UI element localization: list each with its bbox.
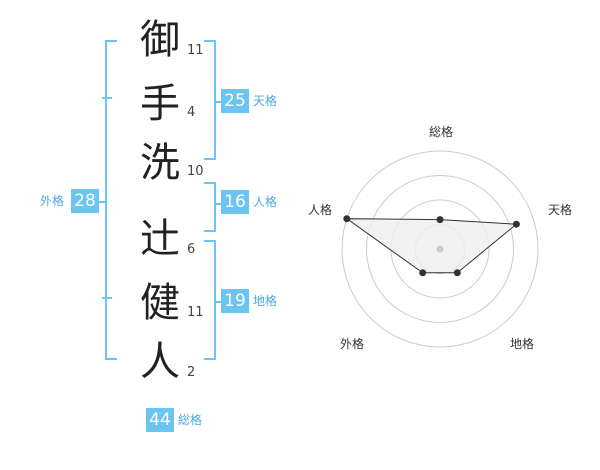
radar-point-5: [343, 215, 351, 223]
stroke-count-6: 2: [187, 365, 196, 380]
radar-axis-label-tenkaku: 天格: [548, 203, 573, 217]
gaikaku-bracket: [105, 40, 117, 360]
radar-point-2: [512, 220, 520, 228]
bracket-tick: [102, 97, 112, 99]
chikaku-label: 地格: [253, 294, 278, 308]
name-char-5: 健: [140, 280, 180, 326]
jinkaku-value-badge: 16: [221, 190, 249, 214]
radar-area: [345, 218, 518, 274]
chikaku-bracket: [204, 240, 216, 360]
connector: [214, 203, 222, 205]
soukaku-label: 総格: [178, 413, 203, 427]
stroke-count-2: 4: [187, 105, 196, 120]
radar-axis-label-gaikaku: 外格: [340, 337, 365, 351]
name-char-3: 洗: [140, 140, 180, 186]
tenkaku-label: 天格: [253, 94, 278, 108]
radar-point-4: [419, 269, 427, 277]
radar-center-dot: [436, 245, 444, 253]
bracket-tick: [102, 297, 112, 299]
name-char-6: 人: [140, 339, 180, 385]
jinkaku-label: 人格: [253, 195, 278, 209]
stroke-count-3: 10: [187, 164, 204, 179]
tenkaku-value-badge: 25: [221, 89, 249, 113]
stroke-count-4: 6: [187, 242, 196, 257]
name-char-2: 手: [140, 81, 180, 127]
radar-ring: [341, 150, 539, 348]
radar-axis-label-chikaku: 地格: [510, 337, 535, 351]
connector: [214, 301, 222, 303]
jinkaku-bracket: [204, 182, 216, 232]
gaikaku-label: 外格: [40, 194, 65, 208]
name-char-4: 辻: [140, 216, 180, 262]
radar-axis-label-soukaku: 総格: [429, 125, 454, 139]
chikaku-value-badge: 19: [221, 289, 249, 313]
radar-ring: [366, 175, 514, 323]
connector: [96, 201, 106, 203]
connector: [214, 101, 222, 103]
tenkaku-bracket: [204, 40, 216, 160]
gaikaku-value-badge: 28: [71, 189, 99, 213]
radar-point-1: [436, 216, 444, 224]
stroke-count-5: 11: [187, 305, 204, 320]
radar-axis-label-jinkaku: 人格: [308, 203, 333, 217]
radar-point-3: [453, 269, 461, 277]
name-char-1: 御: [140, 17, 180, 63]
stroke-count-1: 11: [187, 43, 204, 58]
soukaku-value-badge: 44: [146, 408, 174, 432]
